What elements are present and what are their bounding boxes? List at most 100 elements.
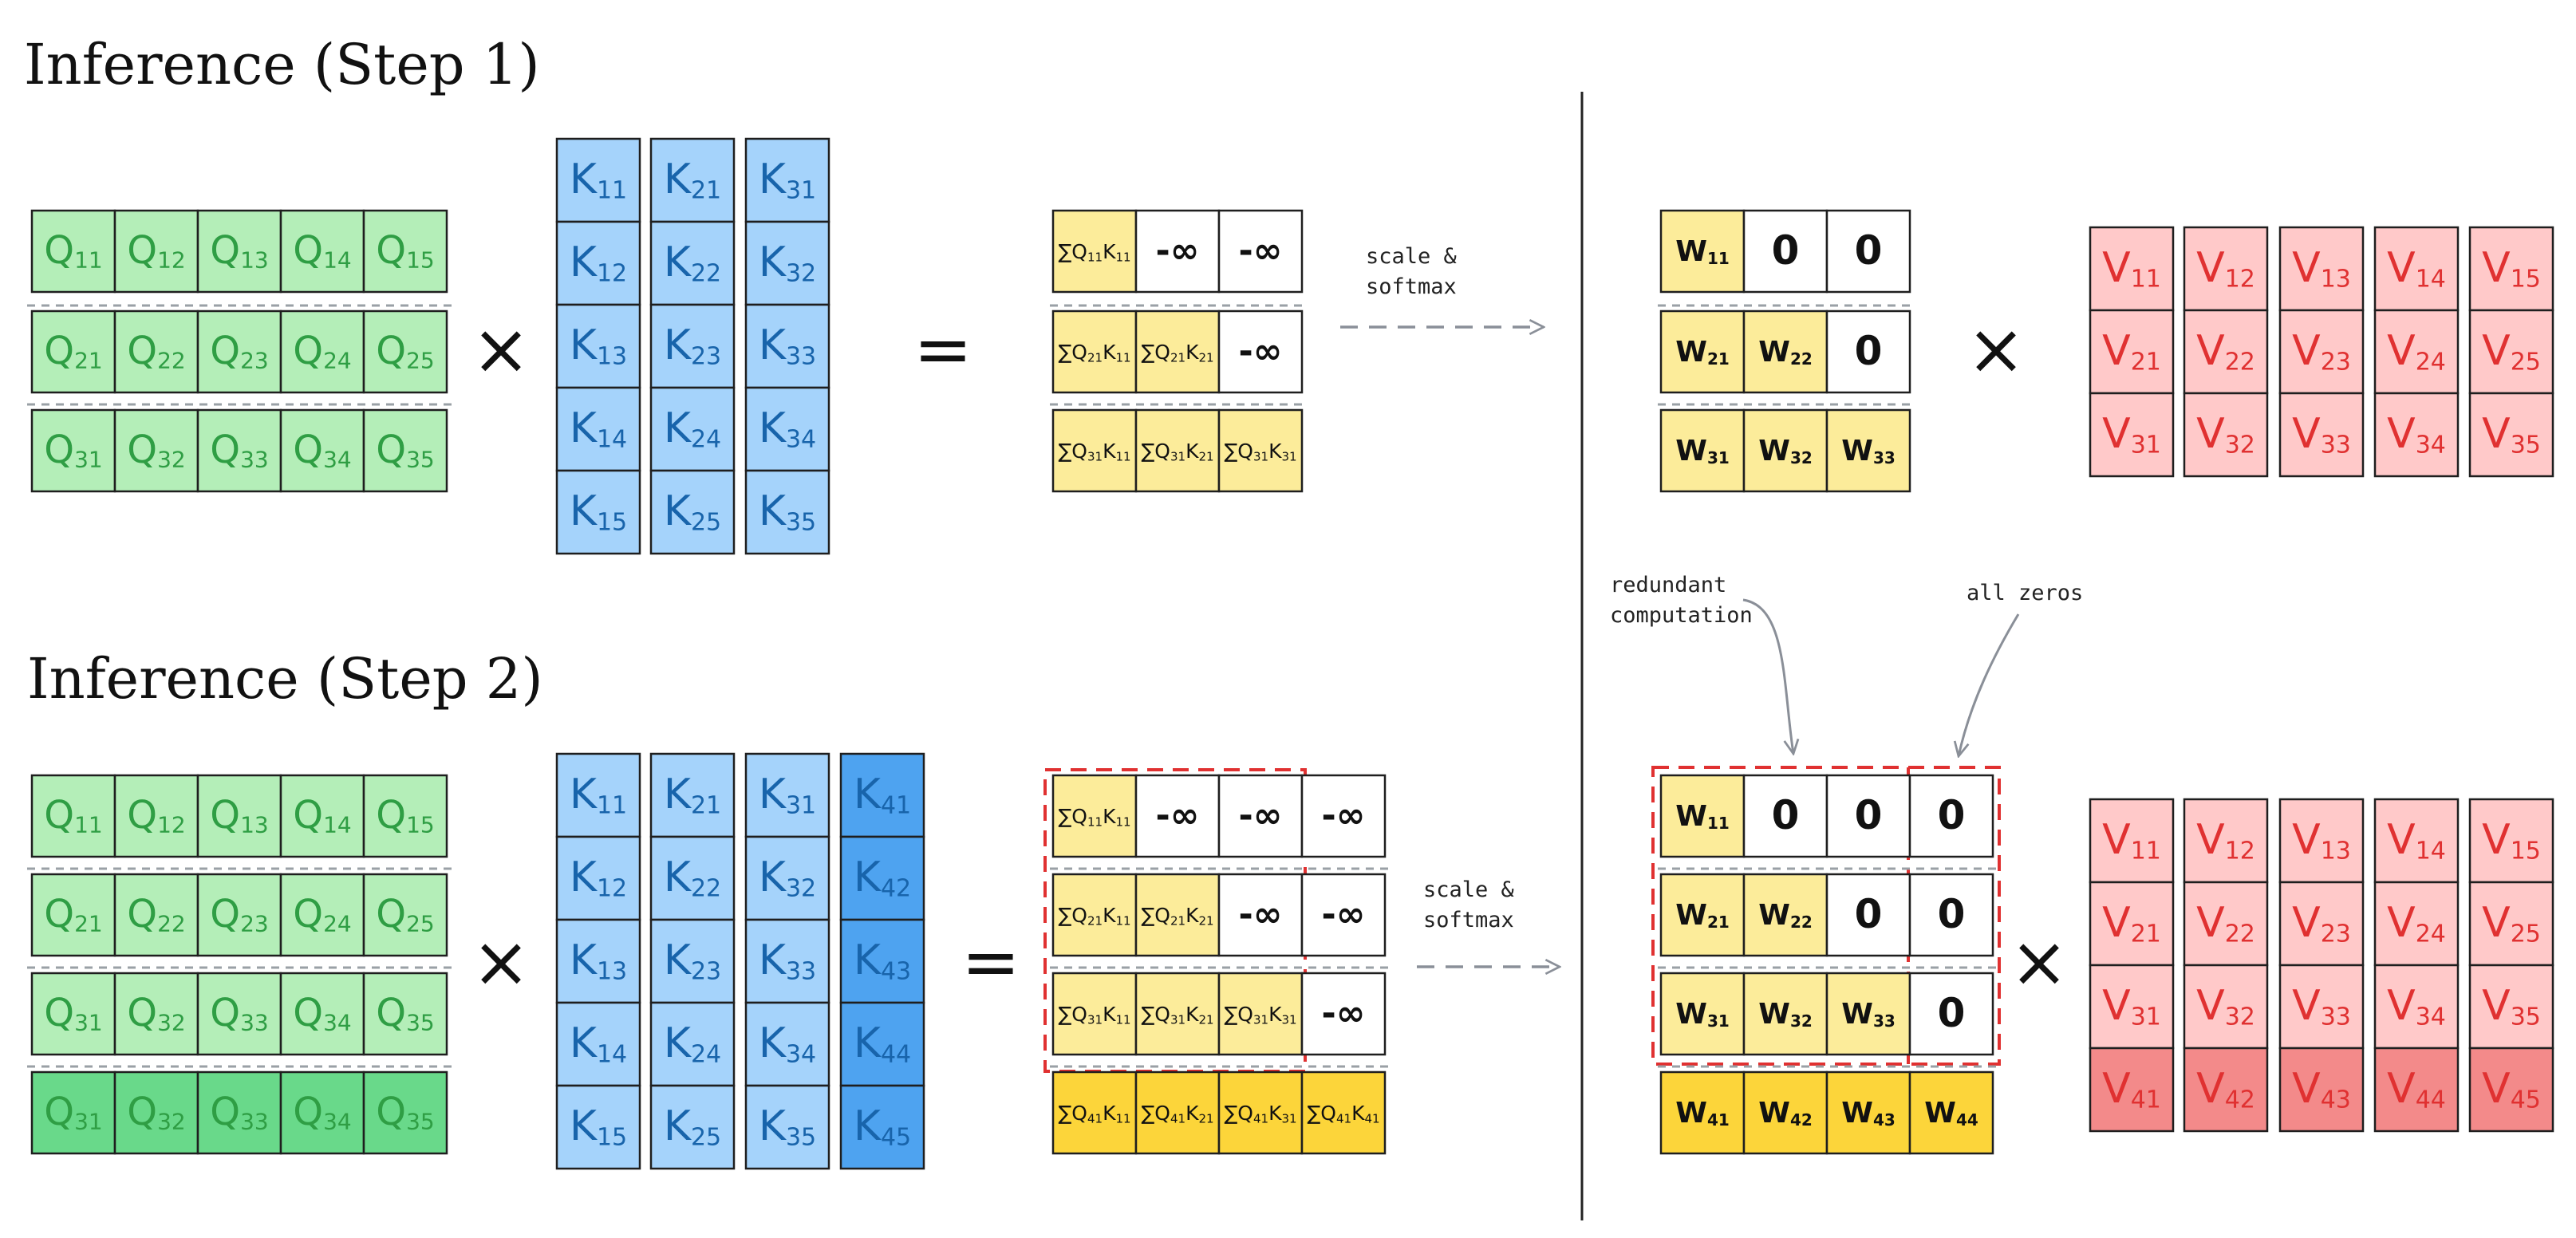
svg-text:K14​: K14​	[570, 404, 627, 453]
svg-text:K12​: K12​	[570, 239, 627, 287]
q2-cell: Q33​	[196, 1070, 282, 1155]
svg-text:K24​: K24​	[664, 1019, 721, 1068]
svg-text:V25​: V25​	[2482, 899, 2541, 948]
svg-text:K35​: K35​	[759, 487, 816, 536]
score2-cell: ∑Q21​K21​	[1134, 873, 1221, 957]
v1-cell: V23​	[2278, 309, 2365, 395]
svg-text:∑Q31​K31​: ∑Q31​K31​	[1224, 1003, 1296, 1027]
svg-text:∑Q41​K41​: ∑Q41​K41​	[1307, 1102, 1379, 1126]
w2-cell: 0	[1908, 873, 1994, 957]
score2-cell: -∞	[1217, 873, 1304, 957]
redundant-callout-arrow	[1742, 598, 1793, 754]
k2-cell: K21​	[649, 752, 736, 838]
svg-text:0: 0	[1855, 792, 1883, 838]
q1-cell: Q12​	[113, 209, 199, 294]
q2-cell: Q24​	[279, 873, 365, 957]
svg-text:V32​: V32​	[2196, 410, 2255, 459]
svg-text:Q22​: Q22​	[127, 892, 185, 937]
title-step-2: Inference (Step 2)	[27, 646, 543, 712]
svg-text:W33​: W33​	[1841, 435, 1896, 467]
v1-cell: V12​	[2183, 226, 2269, 312]
svg-text:0: 0	[1938, 891, 1966, 937]
k2-cell: K15​	[555, 1084, 641, 1170]
svg-text:W11​: W11​	[1675, 800, 1730, 833]
q2-cell: Q13​	[196, 774, 282, 858]
svg-text:K13​: K13​	[570, 321, 627, 370]
score2-cell: ∑Q11​K11​	[1051, 774, 1138, 858]
w2-cell: W21​	[1659, 873, 1746, 957]
q2-cell: Q34​	[279, 1070, 365, 1155]
v2-cell: V41​	[2089, 1047, 2175, 1133]
svg-text:-∞: -∞	[1322, 894, 1366, 935]
svg-text:K25​: K25​	[664, 487, 721, 536]
score2-cell: ∑Q41​K11​	[1051, 1070, 1138, 1155]
w2-cell: W31​	[1659, 972, 1746, 1056]
w2-cell: 0	[1825, 774, 1911, 858]
svg-text:V34​: V34​	[2387, 410, 2446, 459]
q1-cell: Q13​	[196, 209, 282, 294]
k2-cell: K44​	[839, 1001, 925, 1087]
k1-cell: K13​	[555, 303, 641, 389]
v2-cell: V15​	[2468, 798, 2554, 884]
score1-cell: -∞	[1217, 209, 1304, 294]
svg-text:K23​: K23​	[664, 321, 721, 370]
svg-text:Q33​: Q33​	[210, 1090, 268, 1135]
svg-text:V12​: V12​	[2196, 244, 2255, 293]
svg-text:V22​: V22​	[2196, 327, 2255, 376]
k1-cell: K23​	[649, 303, 736, 389]
svg-text:K23​: K23​	[664, 936, 721, 985]
svg-text:∑Q21​K21​: ∑Q21​K21​	[1141, 904, 1213, 928]
svg-text:Q23​: Q23​	[210, 329, 268, 374]
svg-text:V21​: V21​	[2102, 899, 2161, 948]
k2-cell: K34​	[744, 1001, 830, 1087]
score1-cell: ∑Q11​K11​	[1051, 209, 1138, 294]
svg-text:K31​: K31​	[759, 156, 816, 204]
score2-cell: ∑Q21​K11​	[1051, 873, 1138, 957]
q1-cell: Q14​	[279, 209, 365, 294]
v2-cell: V21​	[2089, 881, 2175, 967]
k1-cell: K35​	[744, 469, 830, 555]
svg-text:Q24​: Q24​	[293, 892, 351, 937]
svg-text:Q15​: Q15​	[376, 793, 434, 838]
w1-cell: W22​	[1742, 310, 1828, 394]
svg-text:0: 0	[1938, 792, 1966, 838]
svg-text:Q25​: Q25​	[376, 892, 434, 937]
svg-text:V33​: V33​	[2292, 410, 2351, 459]
v1-cell: V34​	[2373, 392, 2460, 478]
v2-cell: V12​	[2183, 798, 2269, 884]
q2-cell: Q22​	[113, 873, 199, 957]
k1-cell: K25​	[649, 469, 736, 555]
svg-text:K21​: K21​	[664, 771, 721, 819]
svg-text:V12​: V12​	[2196, 816, 2255, 865]
svg-text:0: 0	[1938, 990, 1966, 1036]
svg-text:V11​: V11​	[2102, 244, 2161, 293]
svg-text:V21​: V21​	[2102, 327, 2161, 376]
v1-cell: V22​	[2183, 309, 2269, 395]
svg-text:Q35​: Q35​	[376, 1090, 434, 1135]
k1-cell: K21​	[649, 137, 736, 223]
svg-text:W43​: W43​	[1841, 1097, 1896, 1130]
svg-text:W11​: W11​	[1675, 235, 1730, 268]
svg-text:V35​: V35​	[2482, 410, 2541, 459]
svg-text:Q31​: Q31​	[44, 428, 102, 473]
score2-cell: ∑Q31​K31​	[1217, 972, 1304, 1056]
svg-text:-∞: -∞	[1322, 795, 1366, 836]
equals-operator-2: =	[961, 921, 1020, 1003]
v2-cell: V31​	[2089, 964, 2175, 1050]
k2-cell: K32​	[744, 835, 830, 921]
svg-text:K31​: K31​	[759, 771, 816, 819]
w2-cell: W44​	[1908, 1070, 1994, 1155]
scale-softmax-label-1: scale &softmax	[1366, 244, 1458, 299]
all-zeros-label: all zeros	[1967, 581, 2083, 605]
svg-text:W41​: W41​	[1675, 1097, 1730, 1130]
w2-cell: W32​	[1742, 972, 1828, 1056]
q2-cell: Q33​	[196, 972, 282, 1056]
svg-text:∑Q31​K11​: ∑Q31​K11​	[1058, 440, 1130, 463]
k2-cell: K11​	[555, 752, 641, 838]
w1-cell: 0	[1825, 209, 1911, 294]
svg-text:K43​: K43​	[854, 936, 911, 985]
w2-cell: W33​	[1825, 972, 1911, 1056]
w2-cell: W11​	[1659, 774, 1746, 858]
svg-text:∑Q21​K11​: ∑Q21​K11​	[1058, 904, 1130, 928]
